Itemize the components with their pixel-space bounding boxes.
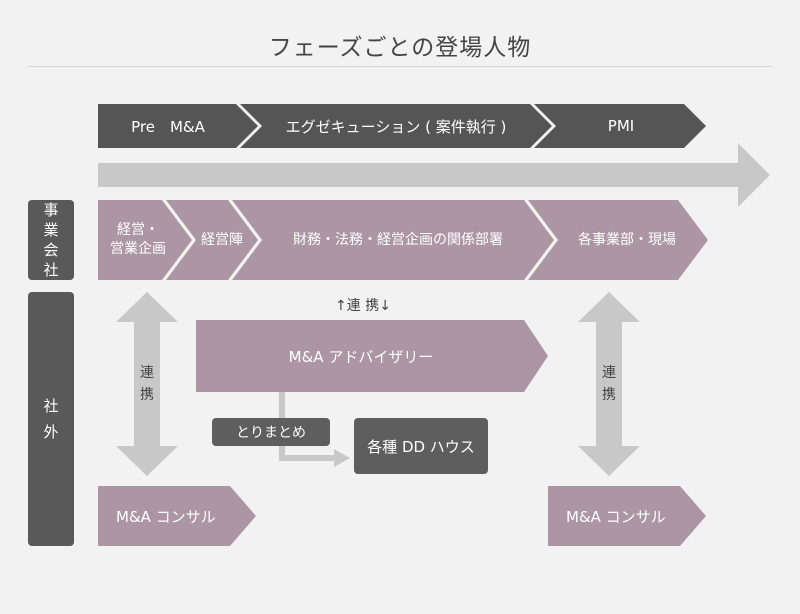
title-divider: [28, 66, 772, 67]
right-double-arrow: [578, 292, 640, 476]
consultant-right-shape: [548, 486, 706, 546]
consultant-left-label: M&A コンサル: [116, 507, 216, 526]
company-step3-shape: [232, 200, 554, 280]
consultant-right-label: M&A コンサル: [566, 507, 666, 526]
right-coordination-label: 連携: [599, 362, 619, 406]
dd-connector: [279, 392, 334, 461]
phase-pre-ma-shape: [98, 104, 258, 148]
timeline-arrow: [98, 143, 770, 207]
phase-execution-shape: [240, 104, 552, 148]
outside-side-label: 社外: [43, 397, 59, 441]
company-step1-shape: [98, 200, 192, 280]
left-coordination-label: 連携: [137, 362, 157, 406]
summary-tag: とりまとめ: [212, 418, 330, 446]
page-title: フェーズごとの登場人物: [268, 35, 532, 61]
coordination-label: ↑連 携↓: [335, 298, 391, 314]
outside-side-box: 社外: [28, 292, 74, 546]
left-coordination-text: 連携: [140, 365, 154, 403]
phase-pmi-shape: [534, 104, 706, 148]
left-double-arrow: [116, 292, 178, 476]
right-coordination-text: 連携: [602, 365, 616, 403]
company-side-label: 事業会社: [43, 201, 59, 279]
company-step2-shape: [166, 200, 258, 280]
advisory-shape: [196, 320, 548, 392]
consultant-left-shape: [98, 486, 256, 546]
dd-connector-head: [334, 449, 350, 467]
dd-house-box: 各種 DD ハウス: [354, 418, 488, 474]
company-side-box: 事業会社: [28, 200, 74, 280]
company-step4-shape: [528, 200, 708, 280]
